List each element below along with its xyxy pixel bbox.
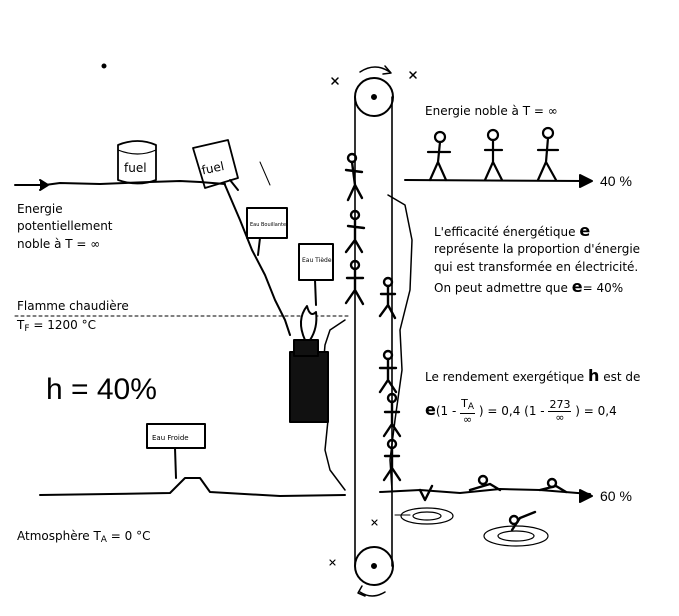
efficacite-symbol: e [579, 221, 591, 240]
label-flamme-temp: TF = 1200 °C [17, 317, 96, 337]
rendement-text: Le rendement exergétique [425, 370, 585, 384]
formula: e(1 - TA ∞ ) = 0,4 (1 - 273 ∞ ) = 0,4 [425, 396, 617, 426]
top-rotation-arrow [359, 66, 391, 73]
atmosphere-sub: A [100, 535, 107, 545]
rendement-symbol: h [588, 366, 600, 385]
formula-den2: ∞ [555, 411, 565, 424]
h-value: h = 40% [46, 373, 157, 406]
top-pulley [354, 77, 394, 117]
atmosphere-text: Atmosphère T [17, 529, 101, 543]
flamme-temp-value: = 1200 °C [29, 318, 96, 332]
efficacite-symbol-2: e [571, 277, 583, 296]
efficacite-line-1: L'efficacité énergétique e [434, 223, 590, 240]
arrow-40-head [579, 174, 593, 188]
fuel-label-2: fuel [200, 159, 225, 177]
ground-line [39, 477, 346, 497]
fuel-barrel-1 [117, 140, 157, 185]
sign-3-text: Eau Froide [152, 434, 189, 442]
fuel-barrel-2 [192, 139, 239, 189]
efficacite-text-1: L'efficacité énergétique [434, 225, 576, 239]
fuel-label-1: fuel [124, 161, 147, 175]
formula-den1: ∞ [463, 412, 473, 426]
label-energie-noble: Energie noble à T = ∞ [425, 104, 558, 118]
label-60-percent: 60 % [600, 488, 632, 504]
formula-num1-sub: A [467, 401, 475, 412]
rendement-line: Le rendement exergétique h est de [425, 368, 640, 385]
boiler-column [289, 351, 329, 423]
formula-end: ) = 0,4 [575, 404, 617, 418]
sign-2-text: Eau Tiède [302, 257, 332, 264]
arrow-40-line [404, 179, 586, 182]
rendement-text-end: est de [603, 370, 641, 384]
efficacite-line-4: On peut admettre que e= 40% [434, 279, 623, 296]
bottom-rotation-arrow [359, 591, 386, 597]
formula-open: (1 - [435, 404, 457, 418]
atmosphere-value: = 0 °C [106, 529, 151, 543]
efficacite-line-3: qui est transformée en électricité. [434, 260, 639, 274]
label-energie-1: Energie [17, 202, 63, 216]
efficacite-value: = 40% [582, 281, 624, 295]
fraction-273-infinity: 273 ∞ [548, 398, 572, 424]
efficacite-line-2: représente la proportion d'énergie [434, 242, 641, 256]
flamme-t: T [17, 318, 25, 332]
ground-line-right [379, 488, 591, 495]
formula-num2: 273 [548, 398, 572, 412]
arrow-60-head [579, 489, 593, 503]
flame [300, 305, 318, 341]
sign-1-text: Eau Bouillante [250, 222, 286, 228]
label-energie-2: potentiellement [17, 219, 113, 233]
arrow-head-left [39, 179, 49, 191]
bottom-pulley [354, 546, 394, 586]
label-energie-3: noble à T = ∞ [17, 237, 101, 251]
label-flamme: Flamme chaudière [17, 299, 129, 313]
slope-line [224, 184, 291, 336]
formula-mid: ) = 0,4 (1 - [478, 404, 545, 418]
sign-eau-tiede [298, 243, 334, 281]
sign-eau-bouillante [246, 207, 288, 239]
formula-num1: T [461, 396, 468, 410]
label-atmosphere: Atmosphère TA = 0 °C [17, 528, 150, 548]
sign-eau-froide [146, 423, 206, 449]
efficacite-text-4: On peut admettre que [434, 281, 568, 295]
fraction-ta-infinity: TA ∞ [460, 396, 476, 426]
label-40-percent: 40 % [600, 173, 632, 189]
formula-e: e [425, 400, 436, 419]
flamme-t-sub: F [24, 324, 30, 334]
